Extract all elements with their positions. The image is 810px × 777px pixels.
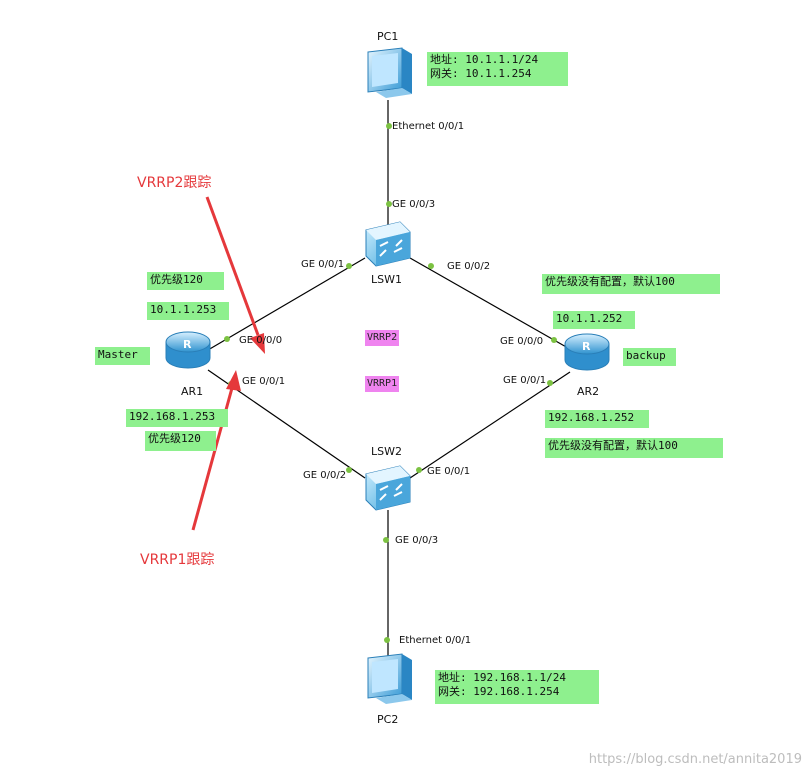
- lsw2-port-g002: GE 0/0/2: [303, 470, 347, 481]
- port-dot: [428, 263, 434, 269]
- pc1-label: PC1: [377, 30, 399, 43]
- ar1-port-g000: GE 0/0/0: [239, 335, 283, 346]
- ar2-ip-bottom-note: 192.168.1.252: [545, 410, 649, 428]
- pc1-address-note: 地址: 10.1.1.1/24 网关: 10.1.1.254: [427, 52, 568, 86]
- ar2-label: AR2: [577, 385, 600, 398]
- link-lsw1-ar1: [207, 257, 366, 351]
- port-dot: [386, 201, 392, 207]
- pc1-port-label: Ethernet 0/0/1: [392, 121, 465, 132]
- lsw1-port-g003: GE 0/0/3: [392, 199, 436, 210]
- port-dot: [416, 467, 422, 473]
- vrrp1-track-annotation: VRRP1跟踪: [140, 552, 215, 568]
- ar2-role-note: backup: [623, 348, 676, 366]
- ar2-port-g001: GE 0/0/1: [503, 375, 547, 386]
- vrrp2-arrowhead: [250, 333, 265, 354]
- ar1-role-note: Master: [95, 347, 150, 365]
- watermark: https://blog.csdn.net/annita2019: [588, 752, 802, 767]
- pc2-address-note: 地址: 192.168.1.1/24 网关: 192.168.1.254: [435, 670, 599, 704]
- vrrp2-track-annotation: VRRP2跟踪: [137, 175, 212, 191]
- ar1-ip-bottom-note: 192.168.1.253: [126, 409, 228, 427]
- pc2-port-label: Ethernet 0/0/1: [399, 635, 472, 646]
- lsw2-label: LSW2: [371, 445, 402, 458]
- ar1-priority-top-note: 优先级120: [147, 272, 224, 290]
- ar1-label: AR1: [181, 385, 204, 398]
- lsw2-port-g001: GE 0/0/1: [427, 466, 471, 477]
- pc2-address: 地址: 192.168.1.1/24: [438, 671, 566, 684]
- pc2-label: PC2: [377, 713, 399, 726]
- vrrp2-tag: VRRP2: [365, 330, 400, 346]
- port-dot: [386, 123, 392, 129]
- lsw2-icon[interactable]: [365, 465, 411, 511]
- link-lsw1-ar2: [409, 257, 569, 349]
- pc1-address: 地址: 10.1.1.1/24: [430, 53, 539, 66]
- ar2-priority-top-note: 优先级没有配置，默认100: [542, 274, 720, 294]
- ar1-port-g001: GE 0/0/1: [242, 376, 286, 387]
- ar2-priority-bottom-note: 优先级没有配置，默认100: [545, 438, 723, 458]
- port-dot: [224, 336, 230, 342]
- lsw1-port-g002: GE 0/0/2: [447, 261, 491, 272]
- pc1-gateway: 网关: 10.1.1.254: [430, 67, 532, 80]
- ar1-priority-bottom-note: 优先级120: [145, 431, 216, 451]
- ar2-ip-top-note: 10.1.1.252: [553, 311, 635, 329]
- vrrp2-track-arrow: [205, 196, 260, 336]
- pc2-icon[interactable]: [367, 653, 412, 704]
- lsw1-icon[interactable]: [365, 221, 411, 267]
- port-dot: [346, 467, 352, 473]
- port-dot: [551, 337, 557, 343]
- svg-text:R: R: [582, 340, 591, 353]
- vrrp1-tag: VRRP1: [365, 376, 400, 392]
- ar1-icon[interactable]: R: [165, 331, 211, 369]
- pc1-icon[interactable]: [367, 47, 412, 98]
- link-ar2-lsw2: [409, 371, 571, 479]
- port-dot: [383, 537, 389, 543]
- port-dot: [547, 380, 553, 386]
- ar2-port-g000: GE 0/0/0: [500, 336, 544, 347]
- ar1-ip-top-note: 10.1.1.253: [147, 302, 229, 320]
- port-dots: [224, 123, 557, 643]
- lsw1-label: LSW1: [371, 273, 402, 286]
- lsw1-port-g001: GE 0/0/1: [301, 259, 345, 270]
- svg-text:R: R: [183, 338, 192, 351]
- vrrp1-arrowhead: [226, 370, 241, 391]
- port-dot: [384, 637, 390, 643]
- port-dot: [346, 263, 352, 269]
- pc2-gateway: 网关: 192.168.1.254: [438, 685, 560, 698]
- ar2-icon[interactable]: R: [564, 333, 610, 371]
- lsw2-port-g003: GE 0/0/3: [395, 535, 439, 546]
